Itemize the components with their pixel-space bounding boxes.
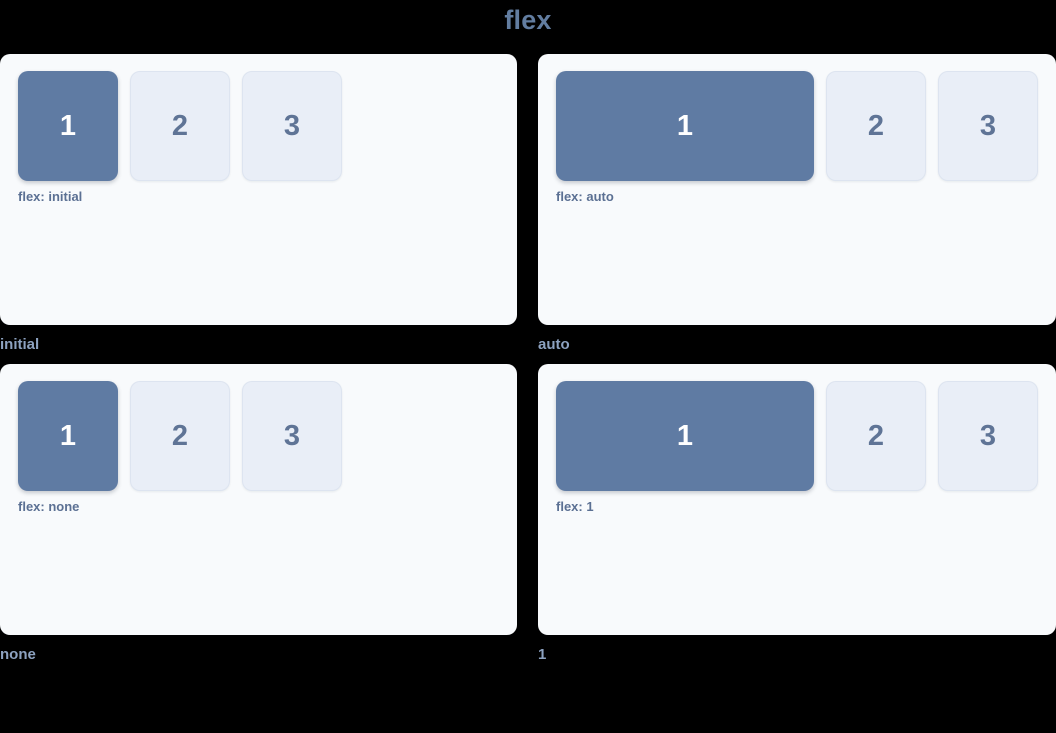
demo-caption: none xyxy=(0,646,36,663)
flex-item-3: 3 xyxy=(938,381,1038,491)
demo-card-initial: 1 2 3 flex: initial xyxy=(0,54,517,325)
demo-cell-auto: 1 2 3 flex: auto auto xyxy=(538,54,1056,352)
flex-item-label: 1 xyxy=(59,419,77,452)
flex-item-1: 1 xyxy=(18,381,118,491)
flex-item-2: 2 xyxy=(130,381,230,491)
demo-caption: initial xyxy=(0,336,40,353)
flex-item-1: 1 xyxy=(556,71,814,181)
demo-caption: 1 xyxy=(538,646,547,663)
flex-item-label: 2 xyxy=(171,109,189,142)
flex-item-label: 1 xyxy=(676,109,694,142)
property-label: flex: none xyxy=(18,499,80,514)
flex-item-label: 2 xyxy=(171,419,189,452)
flex-item-3: 3 xyxy=(938,71,1038,181)
flex-item-label: 3 xyxy=(979,419,997,452)
flex-demo-grid: 1 2 3 flex: initial initial 1 2 xyxy=(0,54,1056,662)
flex-item-label: 3 xyxy=(979,109,997,142)
flex-container-1: 1 2 3 xyxy=(538,381,1056,491)
demo-cell-none: 1 2 3 flex: none none xyxy=(0,364,517,662)
demo-caption: auto xyxy=(538,336,570,353)
demo-cell-initial: 1 2 3 flex: initial initial xyxy=(0,54,517,352)
flex-item-label: 3 xyxy=(283,109,301,142)
flex-container-initial: 1 2 3 xyxy=(0,71,517,181)
flex-item-3: 3 xyxy=(242,381,342,491)
flex-container-auto: 1 2 3 xyxy=(538,71,1056,181)
flex-item-label: 3 xyxy=(283,419,301,452)
flex-item-label: 2 xyxy=(867,109,885,142)
flex-item-label: 1 xyxy=(676,419,694,452)
flex-item-1: 1 xyxy=(18,71,118,181)
flex-item-2: 2 xyxy=(826,71,926,181)
demo-card-auto: 1 2 3 flex: auto xyxy=(538,54,1056,325)
flex-item-label: 2 xyxy=(867,419,885,452)
demo-cell-1: 1 2 3 flex: 1 1 xyxy=(538,364,1056,662)
property-label: flex: auto xyxy=(556,189,614,204)
flex-item-3: 3 xyxy=(242,71,342,181)
demo-card-none: 1 2 3 flex: none xyxy=(0,364,517,635)
flex-item-1: 1 xyxy=(556,381,814,491)
flex-item-label: 1 xyxy=(59,109,77,142)
demo-card-1: 1 2 3 flex: 1 xyxy=(538,364,1056,635)
flex-container-none: 1 2 3 xyxy=(0,381,517,491)
flex-item-2: 2 xyxy=(130,71,230,181)
property-label: flex: 1 xyxy=(556,499,594,514)
page-title: flex xyxy=(504,5,552,35)
flex-item-2: 2 xyxy=(826,381,926,491)
property-label: flex: initial xyxy=(18,189,83,204)
